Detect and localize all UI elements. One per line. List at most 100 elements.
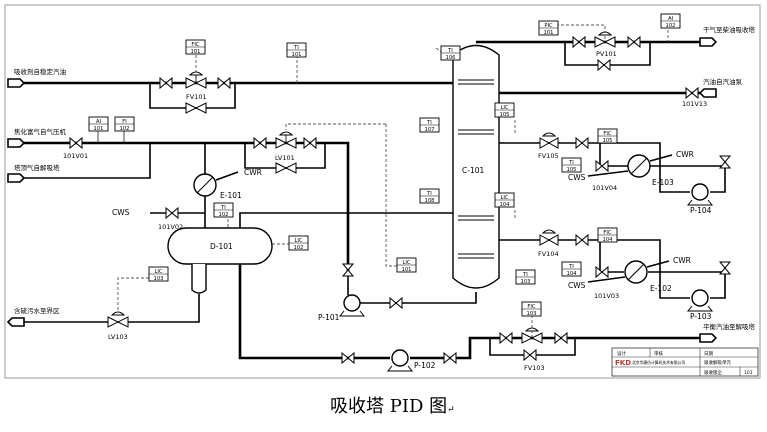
drum-bottoms-line bbox=[238, 264, 390, 360]
gasoline-in-label: 汽油自汽油泵 bbox=[703, 77, 743, 86]
column-bottoms-line bbox=[360, 292, 477, 304]
lv103-control-valve[interactable] bbox=[107, 311, 129, 328]
valve-101v13[interactable] bbox=[685, 86, 699, 100]
instrument-number: 104 bbox=[603, 237, 614, 243]
drawing-frame bbox=[4, 4, 761, 379]
exchanger-e101[interactable] bbox=[193, 173, 217, 197]
fv105-control-valve[interactable] bbox=[539, 132, 559, 149]
pv101-isolation-valve-left[interactable] bbox=[572, 35, 586, 49]
p102-suction-valve[interactable] bbox=[341, 351, 355, 365]
fv101-control-valve[interactable] bbox=[185, 71, 207, 89]
lv101-bypass-valve[interactable] bbox=[275, 162, 297, 174]
absorption-column[interactable]: C-101 bbox=[452, 44, 500, 289]
balance-gasoline-label: 平衡汽油至解吸塔 bbox=[703, 322, 756, 331]
p102-discharge-valve[interactable] bbox=[443, 351, 457, 365]
instrument-type: AI bbox=[96, 119, 102, 125]
instrument-number: 102 bbox=[666, 23, 676, 29]
fv103-control-valve[interactable] bbox=[521, 327, 543, 344]
valve-101v04[interactable] bbox=[595, 159, 609, 173]
instrument-number: 101 bbox=[402, 267, 412, 273]
fv105-isolation-valve[interactable] bbox=[575, 136, 589, 150]
instrument-type: TI bbox=[568, 264, 574, 270]
sour-water-line bbox=[24, 294, 200, 323]
p103-line-valve[interactable] bbox=[718, 261, 732, 275]
dry-gas-out-label: 干气至柴油吸收塔 bbox=[703, 25, 756, 34]
instrument-number: 101 bbox=[544, 30, 554, 36]
e103-label: E-103 bbox=[652, 178, 674, 187]
valve-101v03[interactable] bbox=[595, 265, 609, 279]
fv103-isolation-valve-left[interactable] bbox=[499, 331, 513, 345]
lv101-signal bbox=[285, 123, 386, 130]
lv101-control-valve[interactable] bbox=[275, 131, 297, 149]
instrument-type: AI bbox=[668, 16, 674, 22]
lv101-isolation-valve-right[interactable] bbox=[303, 136, 317, 150]
fv104-control-valve[interactable] bbox=[539, 229, 559, 246]
instrument-type: FI bbox=[122, 119, 127, 125]
valve-101v02[interactable] bbox=[165, 206, 179, 220]
p104-line-valve[interactable] bbox=[718, 155, 732, 169]
p101-suction-valve[interactable] bbox=[341, 263, 355, 277]
p101-discharge-valve[interactable] bbox=[389, 296, 403, 310]
p103-label: P-103 bbox=[690, 312, 712, 321]
e102-feed bbox=[499, 239, 624, 273]
v101v03-tag: 101V03 bbox=[594, 292, 619, 300]
fv101-bypass-valve[interactable] bbox=[185, 102, 207, 114]
instrument-number: 105 bbox=[500, 112, 510, 118]
p104-return bbox=[600, 142, 690, 193]
pv101-bypass-valve[interactable] bbox=[597, 58, 611, 72]
pump-p103[interactable] bbox=[686, 289, 714, 312]
instrument-number: 105 bbox=[603, 138, 613, 144]
title-block: 设计 审核 日期 FKD 北京华康仿计算机技术有限公司 吸收解吸单元 吸收版企 … bbox=[611, 347, 759, 377]
fv103-isolation-valve-right[interactable] bbox=[554, 331, 568, 345]
drum-d101[interactable]: D-101 bbox=[167, 227, 273, 294]
sour-water-out-arrow bbox=[6, 317, 25, 327]
fv101-isolation-valve-right[interactable] bbox=[217, 76, 231, 90]
instrument-type: TI bbox=[220, 205, 226, 211]
instrument-number: 102 bbox=[120, 126, 130, 132]
fv101-isolation-valve-left[interactable] bbox=[159, 76, 173, 90]
pv101-isolation-valve-right[interactable] bbox=[627, 35, 641, 49]
pump-p104[interactable] bbox=[686, 183, 714, 206]
instrument-type: TI bbox=[426, 191, 432, 197]
instrument-type: PIC bbox=[544, 23, 553, 29]
column-label: C-101 bbox=[462, 166, 484, 175]
e102-to-p103 bbox=[648, 271, 726, 299]
pump-p102[interactable] bbox=[386, 349, 414, 372]
fv103-bypass-valve[interactable] bbox=[523, 348, 537, 362]
drum-to-column-line bbox=[239, 212, 453, 228]
fv104-isolation-valve[interactable] bbox=[575, 233, 589, 247]
exchanger-e102[interactable] bbox=[624, 260, 648, 284]
dry-gas-out-arrow bbox=[699, 37, 718, 47]
overhead-gas-line bbox=[24, 143, 151, 179]
overhead-gas-in-label: 塔顶气自解吸塔 bbox=[14, 163, 60, 172]
instrument-number: 107 bbox=[425, 127, 435, 133]
instrument-number: 103 bbox=[154, 276, 164, 282]
lv101-isolation-valve-left[interactable] bbox=[253, 136, 267, 150]
pump-p101[interactable] bbox=[338, 294, 366, 317]
valve-101v01[interactable] bbox=[69, 136, 83, 150]
exchanger-e103[interactable] bbox=[627, 154, 651, 178]
pv101-control-valve[interactable] bbox=[594, 31, 616, 48]
